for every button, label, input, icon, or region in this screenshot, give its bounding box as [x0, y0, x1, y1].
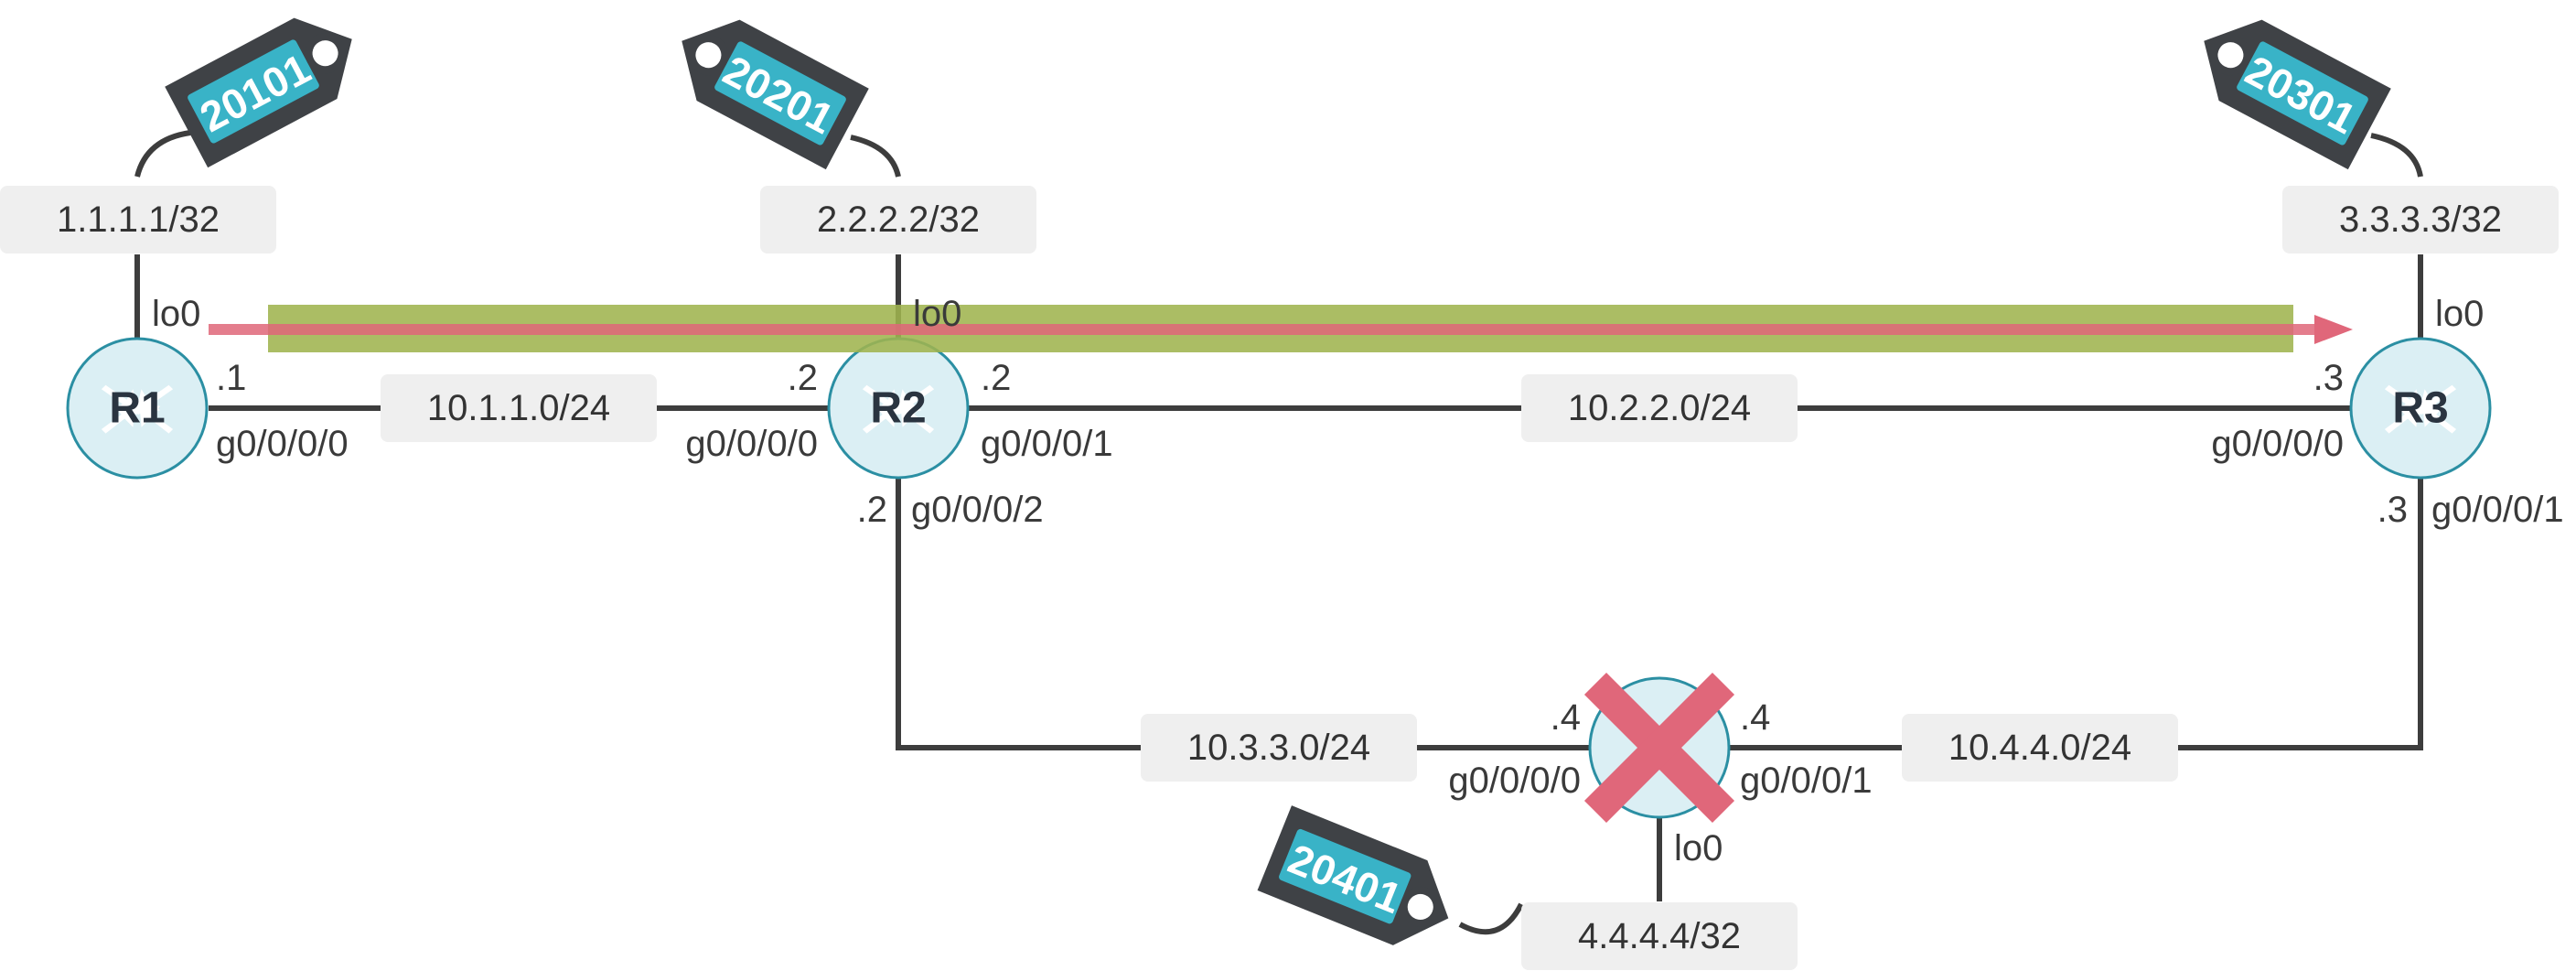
prefix-r4-loopback: 4.4.4.4/32 [1578, 916, 1741, 956]
failure-x-icon [1583, 672, 1735, 824]
prefix-box-r4-loopback: 4.4.4.4/32 [1521, 902, 1798, 970]
router-r3[interactable]: R3 [2349, 337, 2492, 480]
sid-tag-r1: 20101 [165, 17, 352, 168]
prefix-r3-loopback: 3.3.3.3/32 [2339, 200, 2502, 240]
prefix-box-link-r2-r4: 10.3.3.0/24 [1141, 714, 1417, 782]
link-r4-r3 [1729, 478, 2423, 750]
label-r4-g1: g0/0/0/1 [1740, 761, 1873, 801]
label-r3-g0: g0/0/0/0 [2211, 424, 2344, 464]
label-r2-lo0: lo0 [913, 294, 961, 334]
prefix-boxes: 1.1.1.1/32 2.2.2.2/32 3.3.3.3/32 10.1.1.… [0, 186, 2559, 970]
label-r2-g1-host: .2 [981, 358, 1011, 398]
prefix-r1-loopback: 1.1.1.1/32 [57, 200, 220, 240]
prefix-box-r2-loopback: 2.2.2.2/32 [760, 186, 1036, 254]
prefix-link-r1-r2: 10.1.1.0/24 [427, 388, 610, 428]
sid-tag-r3: 20301 [2204, 19, 2391, 170]
wire-r1-tag [134, 130, 191, 178]
wire-r3-tag [2370, 133, 2423, 178]
interface-labels: lo0 lo0 lo0 lo0 .1 g0/0/0/0 .2 g0/0/0/0 … [152, 294, 2564, 869]
prefix-box-link-r1-r2: 10.1.1.0/24 [381, 374, 657, 442]
sid-tag-r2: 20201 [682, 19, 869, 170]
wire-r2-tag [850, 135, 901, 178]
router-name-r3: R3 [2392, 384, 2448, 433]
router-r1[interactable]: R1 [66, 337, 209, 480]
links [134, 130, 2423, 935]
prefix-link-r4-r3: 10.4.4.0/24 [1948, 728, 2131, 768]
router-r4[interactable] [1583, 672, 1735, 824]
prefix-link-r2-r3: 10.2.2.0/24 [1568, 388, 1751, 428]
label-r3-g0-host: .3 [2313, 358, 2344, 398]
wire-r4-tag [1458, 902, 1524, 935]
prefix-box-r1-loopback: 1.1.1.1/32 [0, 186, 276, 254]
prefix-box-link-r4-r3: 10.4.4.0/24 [1902, 714, 2178, 782]
label-r1-g0: g0/0/0/0 [216, 424, 349, 464]
router-r2[interactable]: R2 [827, 337, 970, 480]
prefix-r2-loopback: 2.2.2.2/32 [817, 200, 980, 240]
router-name-r1: R1 [109, 384, 165, 433]
label-r3-lo0: lo0 [2435, 294, 2484, 334]
sr-path-highlight [209, 305, 2353, 352]
label-r3-g1: g0/0/0/1 [2431, 490, 2564, 530]
label-r2-g2: g0/0/0/2 [911, 490, 1044, 530]
label-r2-g1: g0/0/0/1 [981, 424, 1113, 464]
prefix-box-r3-loopback: 3.3.3.3/32 [2282, 186, 2559, 254]
label-r4-g1-host: .4 [1740, 697, 1770, 738]
label-r2-g0: g0/0/0/0 [685, 424, 818, 464]
label-r4-g0-host: .4 [1551, 697, 1581, 738]
label-r3-g1-host: .3 [2377, 490, 2408, 530]
router-name-r2: R2 [870, 384, 926, 433]
path-arrow-head-icon [2314, 315, 2353, 344]
prefix-box-link-r2-r3: 10.2.2.0/24 [1521, 374, 1798, 442]
label-r2-g0-host: .2 [788, 358, 818, 398]
label-r1-lo0: lo0 [152, 294, 200, 334]
label-r4-g0: g0/0/0/0 [1448, 761, 1581, 801]
prefix-link-r2-r4: 10.3.3.0/24 [1187, 728, 1370, 768]
label-r1-host: .1 [216, 358, 246, 398]
sid-tag-r4: 20401 [1257, 805, 1449, 945]
label-r2-g2-host: .2 [857, 490, 887, 530]
label-r4-lo0: lo0 [1674, 828, 1723, 869]
